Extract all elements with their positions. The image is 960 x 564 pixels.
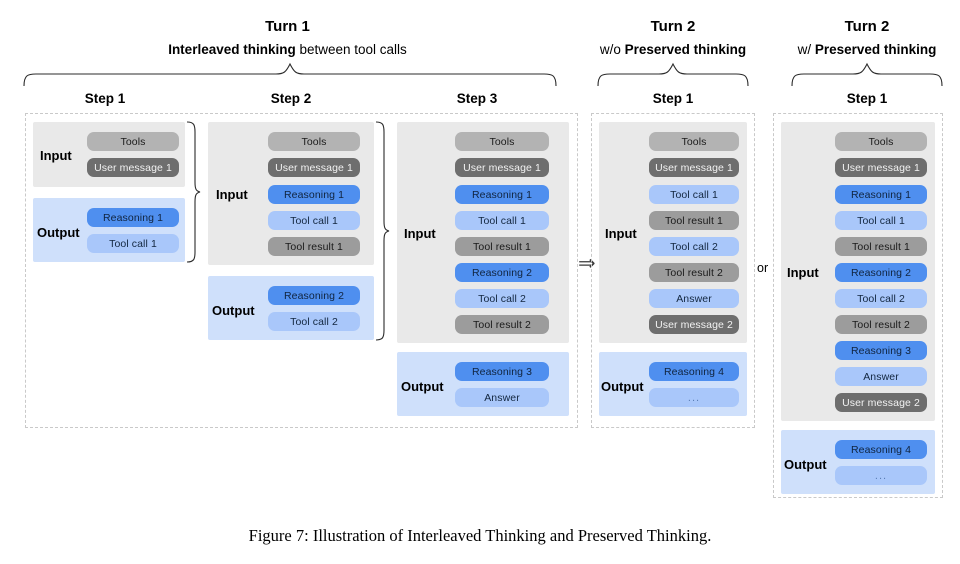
turn1-step1-input-label: Input <box>40 148 72 163</box>
turn1-step3-input-label: Input <box>404 226 436 241</box>
pill-tool-call: Tool call 2 <box>649 237 739 256</box>
turn2-wo-subtitle: w/o Preserved thinking <box>588 42 758 57</box>
pill-reasoning: Reasoning 1 <box>835 185 927 204</box>
pill-user-message: User message 1 <box>268 158 360 177</box>
pill-reasoning: Reasoning 1 <box>87 208 179 227</box>
pill-tool-result: Tool result 1 <box>455 237 549 256</box>
pill-user-message: User message 1 <box>649 158 739 177</box>
figure-caption: Figure 7: Illustration of Interleaved Th… <box>248 526 712 545</box>
turn2-wo-brace <box>597 62 749 87</box>
pill-tool-result: Tool result 2 <box>455 315 549 334</box>
pill-reasoning: Reasoning 3 <box>455 362 549 381</box>
pill-tools: Tools <box>268 132 360 151</box>
turn1-step2-brace <box>375 121 390 341</box>
pill-user-message: User message 1 <box>835 158 927 177</box>
pill-reasoning: Reasoning 2 <box>835 263 927 282</box>
pill-tool-call: Tool call 1 <box>455 211 549 230</box>
pill-user-message: User message 2 <box>649 315 739 334</box>
pill-tool-call: Tool call 2 <box>268 312 360 331</box>
turn1-subtitle-rest: between tool calls <box>295 42 407 57</box>
pill-tool-result: Tool result 1 <box>268 237 360 256</box>
turn2-wo-subtitle-bold: Preserved thinking <box>624 42 747 57</box>
pill-tools: Tools <box>835 132 927 151</box>
turn2-wo-panel <box>591 113 755 428</box>
pill-tool-call: Tool call 1 <box>268 211 360 230</box>
pill-answer: Answer <box>455 388 549 407</box>
pill-reasoning: Reasoning 1 <box>268 185 360 204</box>
turn1-step2-output-label: Output <box>212 303 255 318</box>
pill-user-message: User message 1 <box>87 158 179 177</box>
pill-reasoning: Reasoning 2 <box>268 286 360 305</box>
pill-tool-call: Tool call 1 <box>835 211 927 230</box>
turn2-w-subtitle-bold: Preserved thinking <box>814 42 937 57</box>
turn1-step1-output-label: Output <box>37 225 80 240</box>
pill-answer: Answer <box>835 367 927 386</box>
turn2-wo-subtitle-prefix: w/o <box>599 42 625 57</box>
pill-tool-result: Tool result 1 <box>835 237 927 256</box>
turn1-step3-output-label: Output <box>401 379 444 394</box>
pill-reasoning: Reasoning 1 <box>455 185 549 204</box>
pill-tool-call: Tool call 2 <box>835 289 927 308</box>
turn2-w-step1-title: Step 1 <box>846 91 888 106</box>
turn2-wo-output-label: Output <box>601 379 644 394</box>
turn1-step2-title: Step 2 <box>270 91 312 106</box>
turn1-step1-brace <box>186 121 201 263</box>
turn1-subtitle: Interleaved thinking between tool calls <box>20 42 555 57</box>
turn1-subtitle-bold: Interleaved thinking <box>168 42 296 57</box>
turn1-step1-title: Step 1 <box>84 91 126 106</box>
turn2-wo-step1-title: Step 1 <box>652 91 694 106</box>
pill-ellipsis: ... <box>835 466 927 485</box>
turn2-w-panel <box>773 113 943 498</box>
turn2-w-output-label: Output <box>784 457 827 472</box>
pill-tool-call: Tool call 1 <box>649 185 739 204</box>
pill-tools: Tools <box>649 132 739 151</box>
or-label: or <box>757 261 769 275</box>
pill-reasoning: Reasoning 3 <box>835 341 927 360</box>
pill-tool-result: Tool result 2 <box>835 315 927 334</box>
turn1-title: Turn 1 <box>265 18 310 35</box>
pill-tools: Tools <box>87 132 179 151</box>
pill-user-message: User message 1 <box>455 158 549 177</box>
turn1-brace <box>23 62 557 87</box>
turn1-panel <box>25 113 578 428</box>
pill-tool-result: Tool result 2 <box>649 263 739 282</box>
turn2-w-input-label: Input <box>787 265 819 280</box>
turn2-w-brace <box>791 62 943 87</box>
turn2-w-subtitle-prefix: w/ <box>797 42 815 57</box>
pill-reasoning: Reasoning 4 <box>835 440 927 459</box>
turn2-w-title: Turn 2 <box>844 18 890 35</box>
pill-reasoning: Reasoning 4 <box>649 362 739 381</box>
turn2-w-subtitle: w/ Preserved thinking <box>782 42 952 57</box>
turn1-step3-title: Step 3 <box>456 91 498 106</box>
turn1-step2-input-label: Input <box>216 187 248 202</box>
pill-tool-call: Tool call 1 <box>87 234 179 253</box>
pill-tool-call: Tool call 2 <box>455 289 549 308</box>
turn2-wo-input-label: Input <box>605 226 637 241</box>
turn2-wo-title: Turn 2 <box>650 18 696 35</box>
pill-reasoning: Reasoning 2 <box>455 263 549 282</box>
pill-tool-result: Tool result 1 <box>649 211 739 230</box>
pill-ellipsis: ... <box>649 388 739 407</box>
pill-tools: Tools <box>455 132 549 151</box>
pill-user-message: User message 2 <box>835 393 927 412</box>
pill-answer: Answer <box>649 289 739 308</box>
